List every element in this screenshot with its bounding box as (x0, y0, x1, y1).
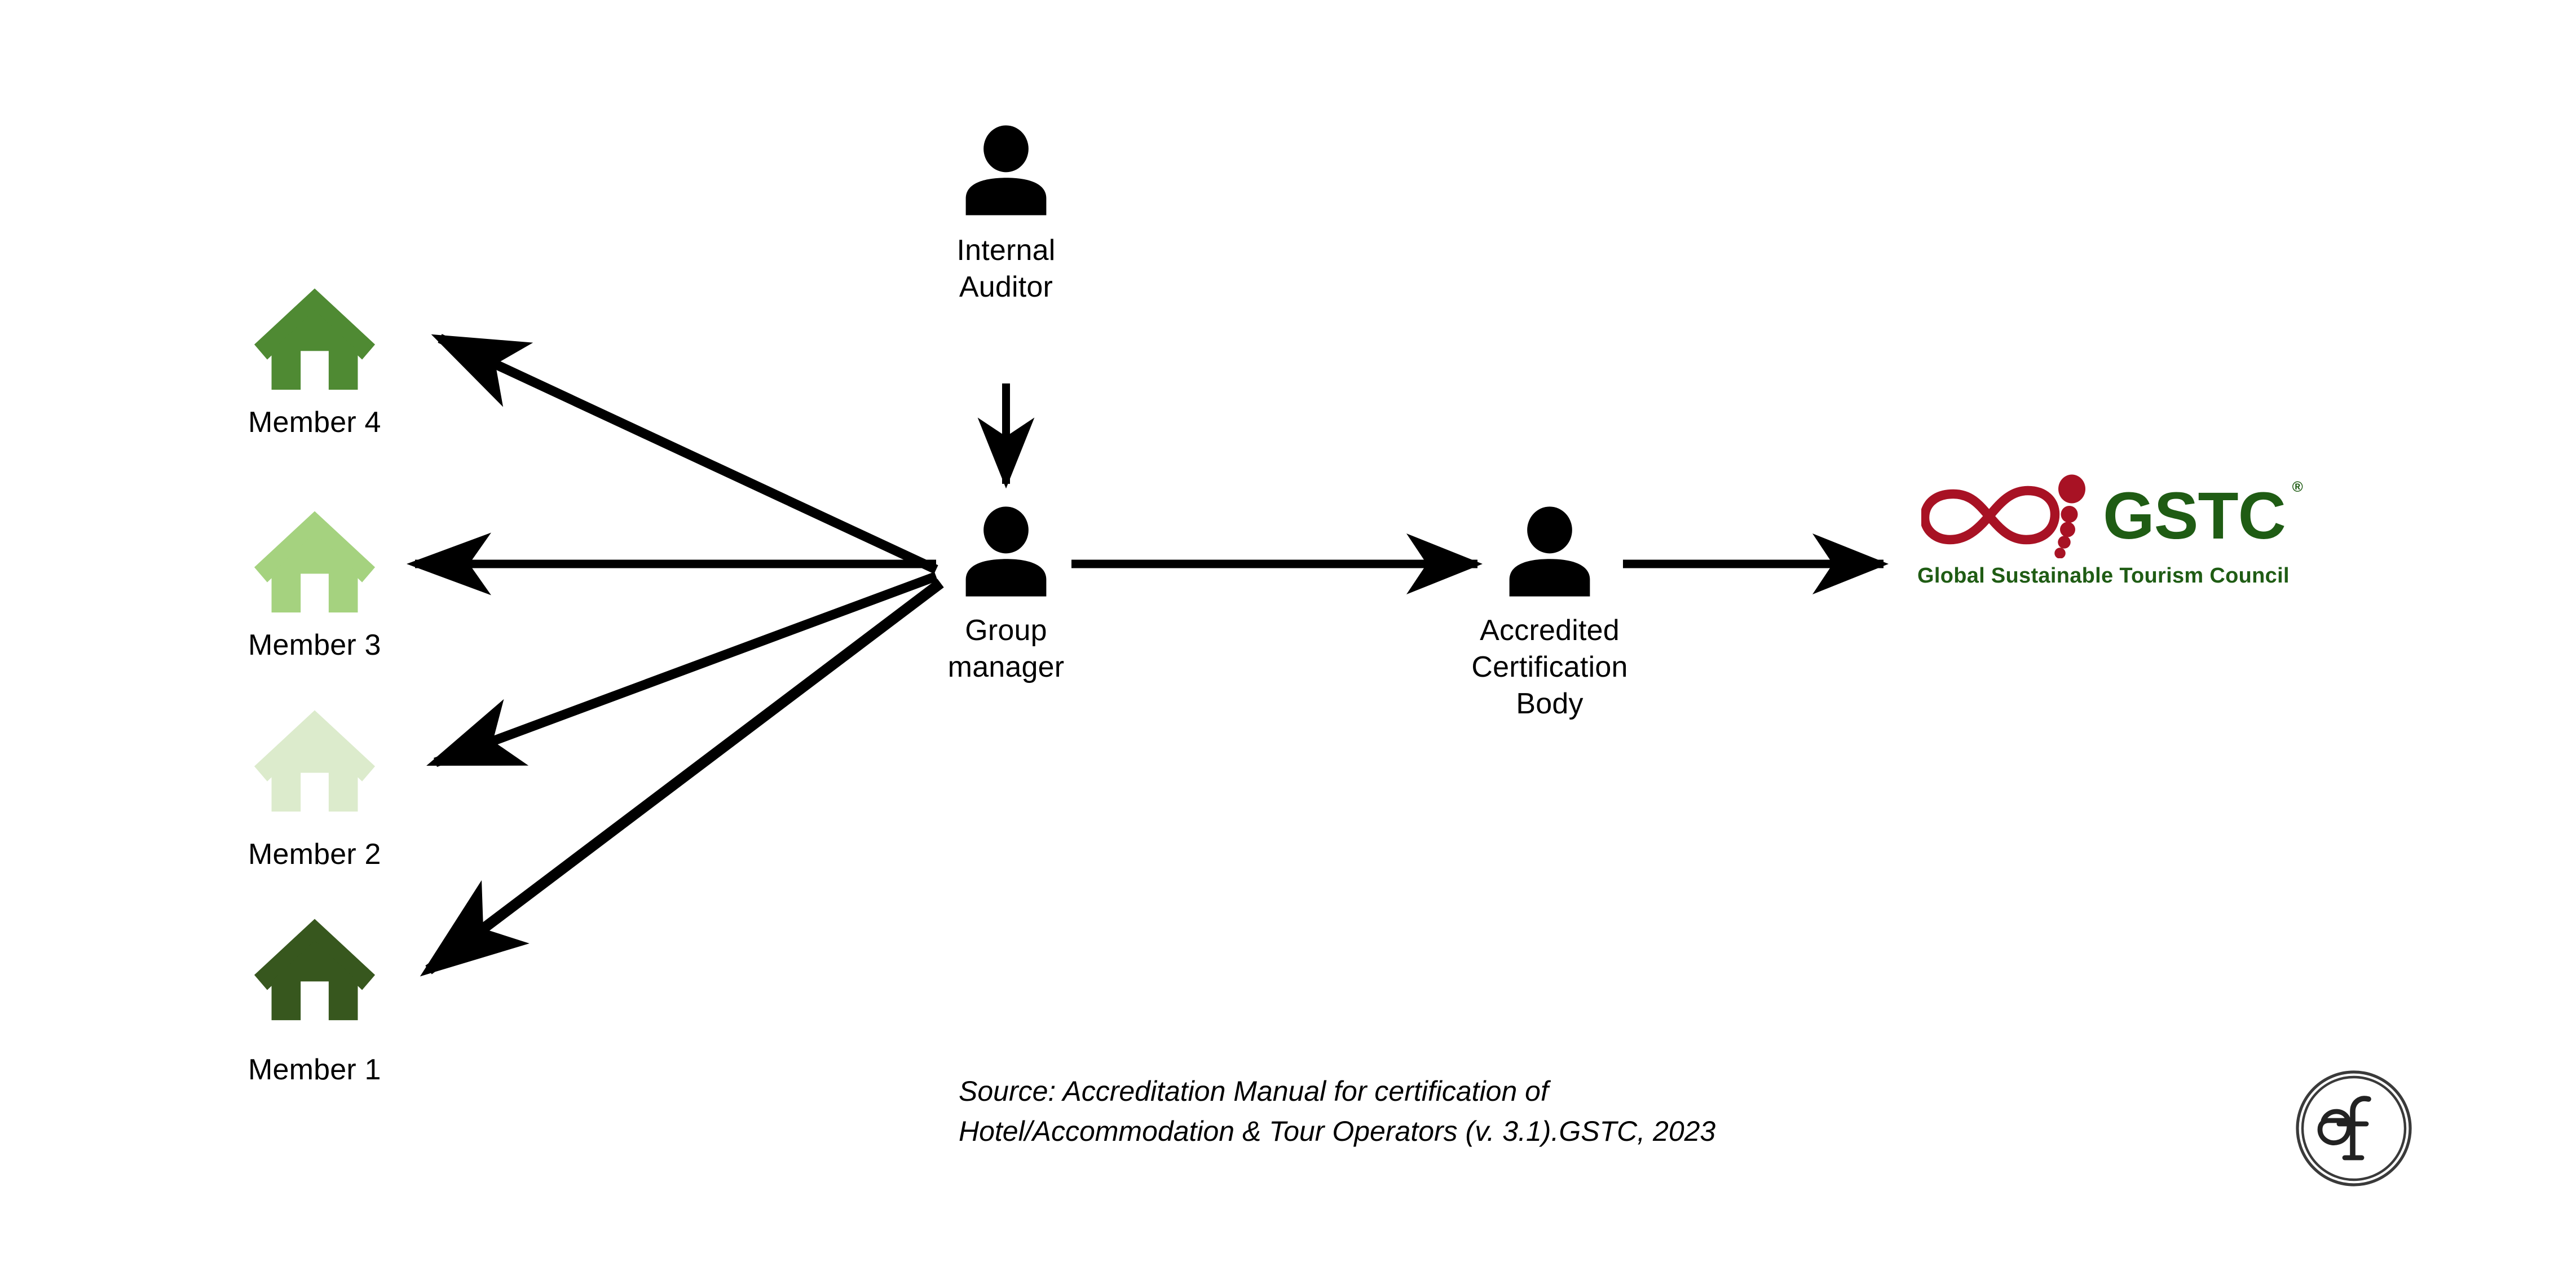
node-accredited-certification-body[interactable]: Accredited Certification Body (1454, 506, 1646, 722)
node-internal-auditor[interactable]: Internal Auditor (910, 125, 1102, 306)
arrow-manager-to-member-4 (431, 334, 938, 574)
node-member-3[interactable]: Member 3 (248, 505, 381, 664)
person-icon (965, 506, 1047, 597)
person-icon (1509, 506, 1590, 597)
accredited-certification-body-label: Accredited Certification Body (1471, 614, 1628, 720)
member-3-label: Member 3 (248, 629, 381, 661)
member-2-label: Member 2 (248, 838, 381, 871)
gstc-logo-row: GSTC ® (1921, 474, 2303, 558)
source-note: Source: Accreditation Manual for certifi… (959, 1075, 1716, 1147)
house-icon (254, 710, 375, 812)
node-member-1[interactable]: Member 1 (248, 912, 381, 1088)
af-monogram-watermark[interactable] (2294, 1069, 2414, 1191)
af-monogram-icon (2296, 1070, 2412, 1186)
gstc-tagline: Global Sustainable Tourism Council (1917, 564, 2290, 588)
house-icon (254, 511, 375, 613)
house-icon (254, 288, 375, 390)
member-1-label: Member 1 (248, 1053, 381, 1086)
registered-mark-icon: ® (2292, 478, 2303, 495)
gstc-wordmark-wrap: GSTC ® (2103, 479, 2303, 549)
internal-auditor-label: Internal Auditor (956, 234, 1056, 303)
group-manager-label: Group manager (947, 614, 1065, 683)
node-member-2[interactable]: Member 2 (248, 704, 381, 873)
infinity-footprint-icon (1921, 474, 2085, 558)
house-icon (254, 919, 375, 1021)
node-group-manager[interactable]: Group manager (910, 506, 1102, 686)
arrow-manager-to-member-1 (420, 579, 944, 977)
gstc-wordmark: GSTC (2103, 479, 2286, 553)
node-member-4[interactable]: Member 4 (248, 282, 381, 441)
gstc-logo[interactable]: GSTC ® Global Sustainable Tourism Counci… (1917, 474, 2303, 588)
arrow-manager-to-member-2 (426, 572, 938, 767)
person-icon (965, 125, 1047, 215)
member-4-label: Member 4 (248, 406, 381, 439)
